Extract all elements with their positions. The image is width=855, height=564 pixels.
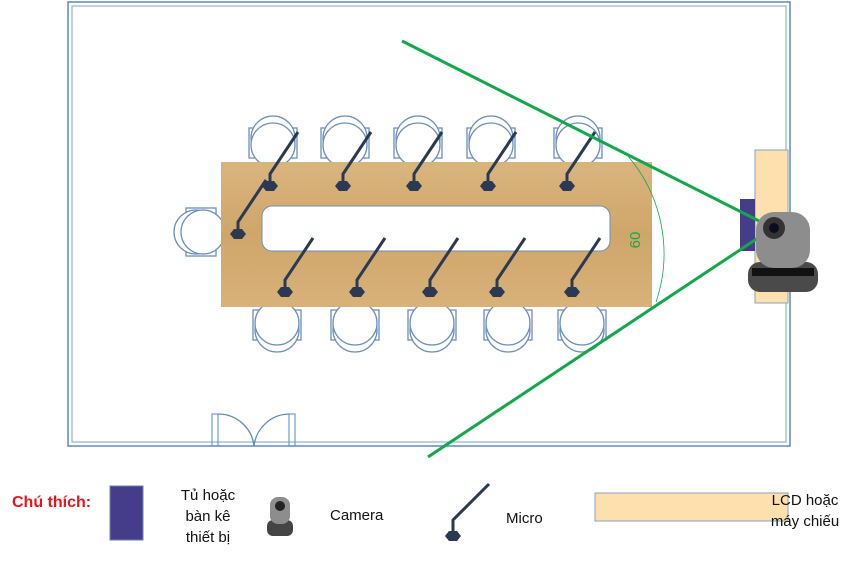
legend-cabinet-line: Tủ hoặc <box>180 487 236 504</box>
legend-micro-label: Micro <box>506 510 543 527</box>
legend-screen-line: LCD hoặc <box>771 492 839 509</box>
camera-fov <box>401 39 774 459</box>
legend-screen-line: máy chiếu <box>770 513 840 530</box>
legend-cabinet-line: bàn kê <box>185 508 231 525</box>
legend-camera-icon <box>267 497 293 536</box>
legend-camera-label: Camera <box>330 507 384 524</box>
camera-icon <box>748 212 818 292</box>
legend-cabinet-label: Tủ hoặc bàn kê thiết bị <box>172 485 244 548</box>
legend-screen-swatch <box>594 492 789 522</box>
legend-screen-label: LCD hoặc máy chiếu <box>760 490 850 532</box>
legend-cabinet-swatch <box>109 485 144 541</box>
fov-angle-label: 60 <box>627 232 644 249</box>
conference-table <box>221 162 652 307</box>
legend-micro-icon <box>445 482 491 541</box>
legend-title: Chú thích: <box>12 494 92 511</box>
legend-cabinet-line: thiết bị <box>185 529 231 546</box>
door <box>211 413 296 447</box>
